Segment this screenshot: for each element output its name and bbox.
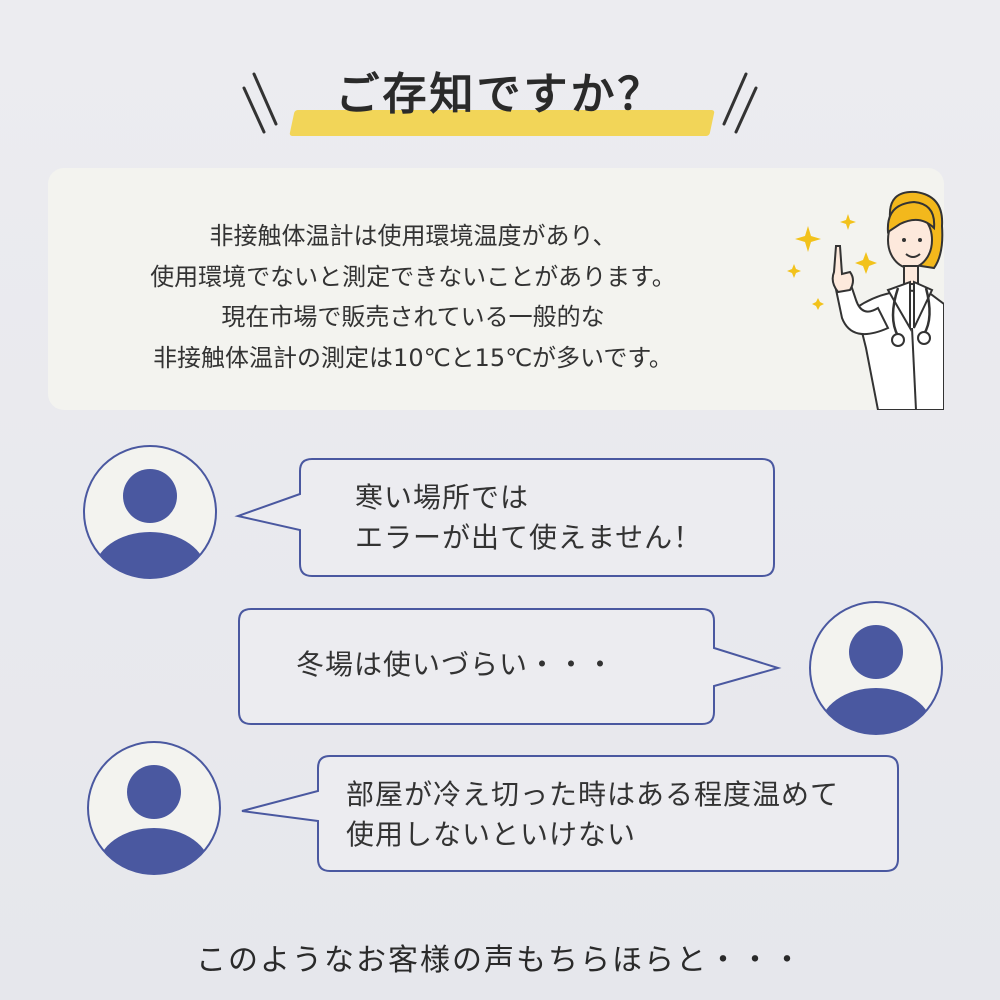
info-line: 非接触体温計は使用環境温度があり、	[209, 222, 617, 250]
speech-bubble	[241, 755, 899, 872]
page-title: ご存知ですか？	[335, 69, 665, 120]
speech-bubble	[234, 458, 775, 577]
comment-line: 寒い場所では	[355, 481, 530, 514]
doctor-illustration	[787, 190, 944, 410]
info-card: 非接触体温計は使用環境温度があり、 使用環境でないと測定できないことがあります。…	[48, 168, 944, 410]
info-line: 現在市場で販売されている一般的な	[221, 303, 605, 331]
sparkle-icon	[787, 214, 877, 310]
emphasis-lines-right-icon	[722, 72, 758, 134]
comment-line: 冬場は使いづらい・・・	[296, 648, 616, 681]
comment-line: エラーが出て使えません！	[355, 521, 703, 554]
user-avatar-icon	[809, 601, 943, 735]
info-line: 非接触体温計の測定は10℃と15℃が多いです。	[153, 343, 673, 372]
comment-line: 部屋が冷え切った時はある程度温めて	[346, 778, 840, 811]
comment-text: 部屋が冷え切った時はある程度温めて 使用しないといけない	[346, 775, 839, 855]
footer-text: このようなお客様の声もちらほらと・・・	[196, 943, 804, 978]
comment-text: 寒い場所では エラーが出て使えません！	[355, 478, 702, 558]
comment-text: 冬場は使いづらい・・・	[296, 645, 615, 685]
emphasis-lines-left-icon	[242, 72, 278, 134]
comment-line: 使用しないといけない	[346, 818, 637, 851]
speech-bubble	[238, 608, 782, 725]
info-text: 非接触体温計は使用環境温度があり、 使用環境でないと測定できないことがあります。…	[68, 216, 758, 378]
user-avatar-icon	[83, 445, 217, 579]
info-line: 使用環境でないと測定できないことがあります。	[150, 262, 676, 291]
title-section: ご存知ですか？	[0, 48, 1000, 148]
user-avatar-icon	[87, 741, 221, 875]
